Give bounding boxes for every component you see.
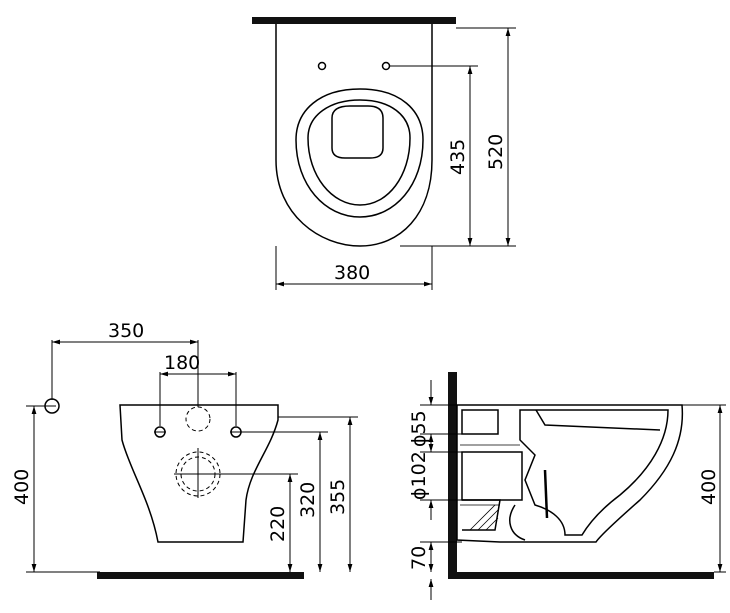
side-body-outline: [456, 404, 684, 543]
side-base-block: [462, 499, 501, 531]
side-bowl-inner: [519, 409, 669, 536]
side-trap-divider: [543, 469, 549, 519]
side-hatching: [460, 444, 520, 531]
front-bowl-outline: [119, 404, 279, 543]
side-wall: [448, 372, 457, 572]
dim-label-435: 435: [447, 139, 469, 175]
inlet-port: [461, 409, 499, 435]
side-view: ϕ55 ϕ102 70 400: [408, 372, 726, 600]
dim-label-355: 355: [327, 479, 349, 515]
inlet-circle: [185, 406, 211, 432]
bowl-outline: [275, 24, 433, 247]
seat-outer-rim: [295, 88, 424, 218]
dim-label-380: 380: [334, 262, 370, 284]
dim-label-400-front: 400: [11, 469, 33, 505]
front-view: 350 180 400 220 320 355: [11, 320, 358, 579]
dim-label-220: 220: [267, 506, 289, 542]
fixing-hole-right: [381, 61, 391, 71]
dim-label-350: 350: [108, 320, 144, 342]
front-floor-plate: [97, 572, 304, 579]
side-trap-curve: [509, 504, 526, 541]
dim-label-400-side: 400: [698, 469, 720, 505]
dim-label-d102: ϕ102: [408, 451, 430, 500]
fixing-hole-left: [317, 61, 327, 71]
dim-label-180: 180: [164, 352, 200, 374]
seat-inner-rim: [307, 99, 411, 206]
dim-label-70: 70: [408, 546, 430, 570]
side-floor-plate: [448, 572, 714, 579]
top-wall-plate: [252, 17, 456, 24]
side-rim-line: [535, 409, 661, 431]
dim-label-520: 520: [485, 134, 507, 170]
flush-opening: [331, 105, 384, 159]
dim-label-d55: ϕ55: [408, 410, 430, 447]
dim-label-320: 320: [297, 482, 319, 518]
top-view: 380 435 520: [252, 17, 516, 290]
outlet-port: [461, 451, 523, 501]
